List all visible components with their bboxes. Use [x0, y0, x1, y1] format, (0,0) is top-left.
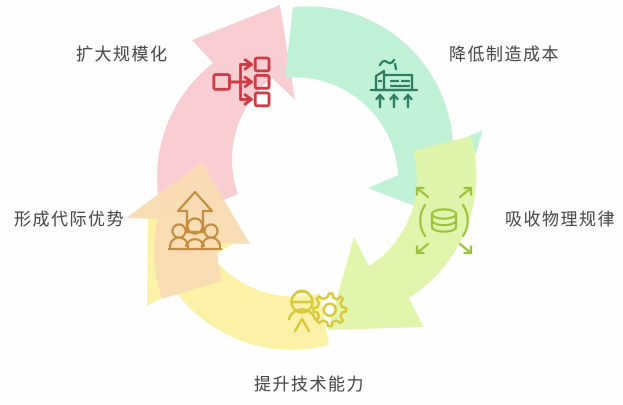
- segment-absorb-physical-laws[interactable]: [328, 136, 477, 330]
- segment-label-form-generational-advantage: 形成代际优势: [14, 210, 125, 230]
- segment-absorb-laws-arrow[interactable]: [328, 136, 477, 330]
- worker-gear-icon: [287, 289, 348, 333]
- segment-form-generational-advantage[interactable]: [126, 162, 250, 299]
- segment-label-absorb-physical-laws: 吸收物理规律: [505, 210, 616, 230]
- segment-label-expand-scale: 扩大规模化: [76, 45, 169, 65]
- people-growth-arrow-icon: [167, 190, 223, 251]
- segment-label-improve-technical-capability: 提升技术能力: [254, 375, 365, 395]
- factory-arrows-icon: [369, 58, 419, 109]
- database-expand-icon: [415, 186, 473, 255]
- distribute-nodes-icon: [212, 56, 271, 108]
- segment-label-reduce-manufacturing-cost: 降低制造成本: [449, 45, 560, 65]
